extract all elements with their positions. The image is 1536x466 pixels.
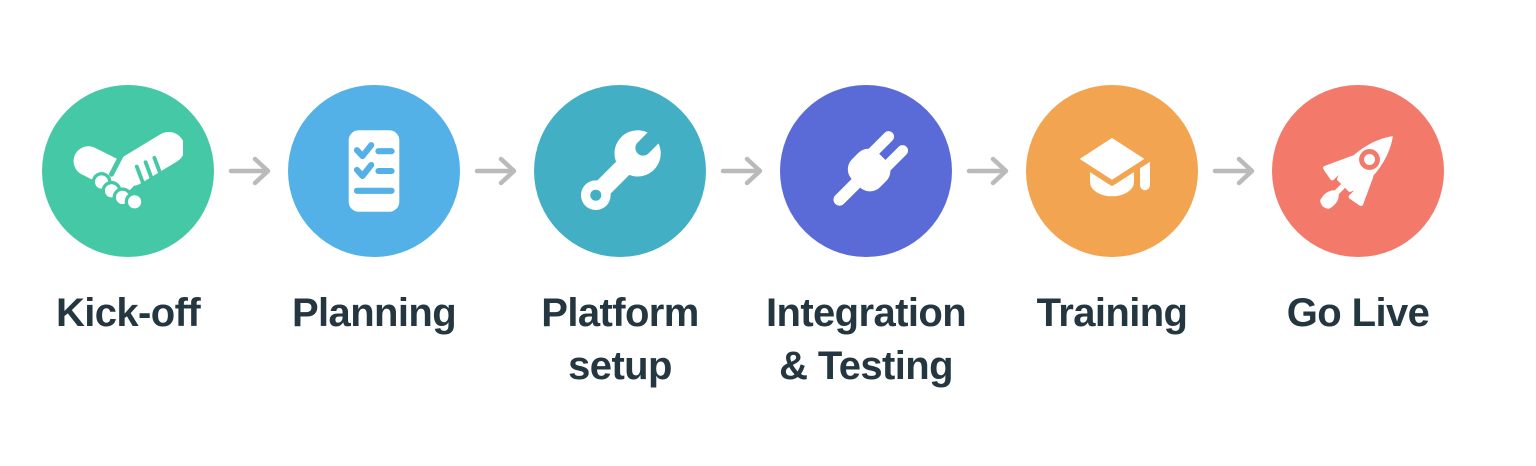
plug-icon bbox=[833, 131, 909, 206]
step-circle bbox=[288, 85, 460, 257]
handshake-icon bbox=[73, 131, 183, 212]
step-go-live: Go Live bbox=[1235, 85, 1481, 393]
step-circle bbox=[1272, 85, 1444, 257]
step-label: Training bbox=[1036, 291, 1188, 335]
wrench-icon bbox=[580, 117, 674, 211]
step-circle bbox=[1026, 85, 1198, 257]
process-flow-diagram: Kick-off Planning bbox=[5, 85, 1481, 393]
step-training: Training bbox=[989, 85, 1255, 393]
graduation-cap-icon bbox=[1071, 131, 1153, 197]
rocket-icon bbox=[1320, 136, 1393, 209]
step-circle bbox=[780, 85, 952, 257]
step-label: Integration & Testing bbox=[765, 291, 967, 388]
step-circle bbox=[42, 85, 214, 257]
step-integration-testing: Integration & Testing bbox=[743, 85, 1009, 393]
step-circle bbox=[534, 85, 706, 257]
arrow-right-icon bbox=[474, 149, 520, 193]
step-planning: Planning bbox=[251, 85, 517, 393]
step-label: Planning bbox=[291, 291, 457, 335]
step-kick-off: Kick-off bbox=[5, 85, 271, 393]
arrow-right-icon bbox=[228, 149, 274, 193]
step-label: Platform setup bbox=[541, 291, 699, 388]
arrow-right-icon bbox=[966, 149, 1012, 193]
arrow-right-icon bbox=[720, 149, 766, 193]
checklist-icon bbox=[348, 130, 400, 212]
step-platform-setup: Platform setup bbox=[497, 85, 763, 393]
step-label: Kick-off bbox=[55, 291, 201, 335]
arrow-right-icon bbox=[1212, 149, 1258, 193]
step-label: Go Live bbox=[1286, 291, 1430, 335]
